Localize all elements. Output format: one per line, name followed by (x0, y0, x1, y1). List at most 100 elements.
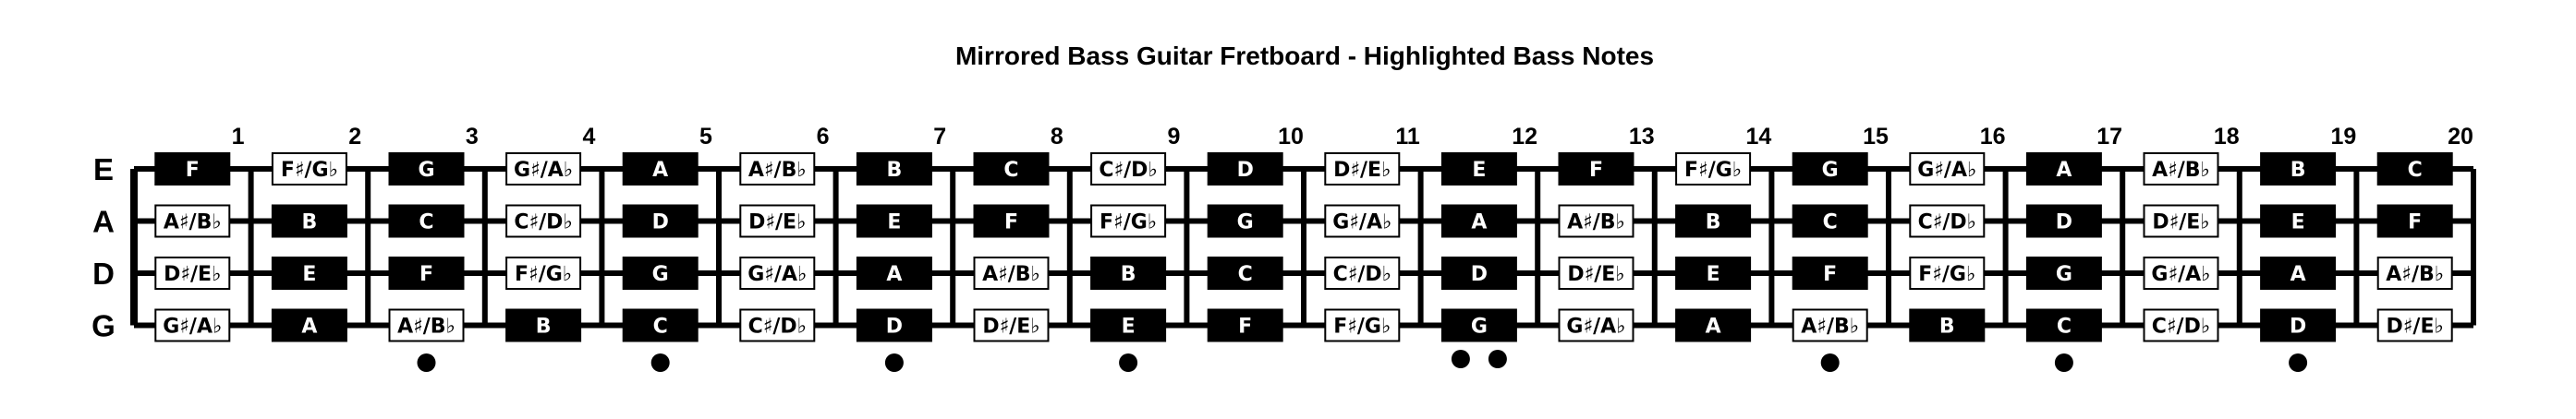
fret-number-label: 12 (1512, 124, 1537, 150)
note-label: A♯/B♭ (2386, 263, 2444, 286)
note-marker: A♯/B♭ (1792, 308, 1868, 342)
note-label: A♯/B♭ (164, 211, 222, 234)
fret-number-label: 16 (1980, 124, 2006, 150)
note-label: F♯/G♭ (515, 263, 572, 286)
note-marker: A♯/B♭ (388, 308, 465, 342)
note-label: G (418, 159, 434, 182)
note-label: C (2057, 316, 2072, 339)
note-marker: A (2025, 152, 2102, 186)
note-label: C (1238, 263, 1253, 286)
note-marker: D (622, 204, 699, 238)
note-label: D♯/E♭ (2387, 316, 2444, 339)
note-label: G♯/A♭ (747, 263, 807, 286)
note-marker: G♯/A♭ (739, 257, 816, 290)
note-label: G♯/A♭ (2151, 263, 2210, 286)
highlighted-note-box (1675, 204, 1752, 238)
highlighted-note-box (1440, 257, 1517, 290)
note-box (1558, 257, 1634, 290)
note-marker: F♯/G♭ (1675, 152, 1752, 186)
fret-lines (130, 169, 2476, 326)
note-label: C♯/D♭ (2152, 316, 2210, 339)
note-marker: A (856, 257, 932, 290)
note-marker: G♯/A♭ (1324, 204, 1401, 238)
note-marker: G♯/A♭ (1909, 152, 1986, 186)
note-marker: D♯/E♭ (1558, 257, 1634, 290)
note-marker: E (1440, 152, 1517, 186)
note-box (973, 257, 1050, 290)
note-box (1909, 152, 1986, 186)
highlighted-note-box (2376, 152, 2453, 186)
note-marker: A♯/B♭ (739, 152, 816, 186)
note-label: A♯/B♭ (982, 263, 1040, 286)
highlighted-note-box (2260, 308, 2337, 342)
inlay-dot (1451, 350, 1470, 368)
note-label: E (302, 263, 316, 286)
note-box (154, 257, 231, 290)
note-marker: C (973, 152, 1050, 186)
string-name-label: E (93, 152, 114, 186)
note-label: F (1823, 263, 1837, 286)
inlay-dot (1488, 350, 1507, 368)
note-label: A (1706, 316, 1721, 339)
fret-number-label: 17 (2096, 124, 2122, 150)
note-marker: F♯/G♭ (505, 257, 582, 290)
note-marker: D♯/E♭ (2376, 308, 2453, 342)
note-box (2143, 257, 2219, 290)
note-marker: A♯/B♭ (2376, 257, 2453, 290)
highlighted-note-box (2025, 308, 2102, 342)
note-box (1792, 308, 1868, 342)
note-marker: F♯/G♭ (1909, 257, 1986, 290)
note-box (1909, 257, 1986, 290)
note-marker: C (1792, 204, 1868, 238)
note-box (2376, 257, 2453, 290)
note-label: C♯/D♭ (748, 316, 807, 339)
note-marker: F♯/G♭ (1324, 308, 1401, 342)
note-marker: B (1090, 257, 1167, 290)
note-label: B (1706, 211, 1721, 234)
note-label: D♯/E♭ (1567, 263, 1624, 286)
note-marker: C♯/D♭ (505, 204, 582, 238)
highlighted-note-box (1675, 308, 1752, 342)
note-marker: C (2376, 152, 2453, 186)
note-box (388, 308, 465, 342)
note-box (271, 152, 347, 186)
note-label: D (1471, 263, 1488, 286)
note-marker: A♯/B♭ (973, 257, 1050, 290)
highlighted-note-box (2260, 204, 2337, 238)
note-box (1675, 152, 1752, 186)
inlay-dot (2054, 353, 2073, 372)
note-label: D (1237, 159, 1254, 182)
highlighted-note-box (2260, 152, 2337, 186)
note-label: F (2408, 211, 2422, 234)
highlighted-note-box (1792, 152, 1868, 186)
note-label: G♯/A♭ (1332, 211, 1391, 234)
note-label: C♯/D♭ (1918, 211, 1976, 234)
highlighted-note-box (856, 308, 932, 342)
note-label: C (2408, 159, 2423, 182)
note-label: C♯/D♭ (1333, 263, 1391, 286)
note-label: F (419, 263, 433, 286)
note-marker: G (2025, 257, 2102, 290)
note-marker: G (388, 152, 465, 186)
note-marker: C (622, 308, 699, 342)
note-label: F (1004, 211, 1018, 234)
note-box (739, 204, 816, 238)
note-box (1558, 308, 1634, 342)
note-marker: G (622, 257, 699, 290)
highlighted-note-box (271, 257, 347, 290)
note-marker: C (388, 204, 465, 238)
note-marker: A♯/B♭ (1558, 204, 1634, 238)
fret-number-label: 5 (699, 124, 712, 150)
note-marker: D (856, 308, 932, 342)
note-box (1558, 204, 1634, 238)
note-marker: F (1792, 257, 1868, 290)
note-label: E (2291, 211, 2305, 234)
note-marker: C♯/D♭ (2143, 308, 2219, 342)
note-label: G♯/A♭ (163, 316, 222, 339)
inlay-dot (884, 353, 904, 372)
highlighted-note-box (1909, 308, 1986, 342)
highlighted-note-box (1558, 152, 1634, 186)
note-label: A (1471, 211, 1487, 234)
note-label: G (1237, 211, 1254, 234)
